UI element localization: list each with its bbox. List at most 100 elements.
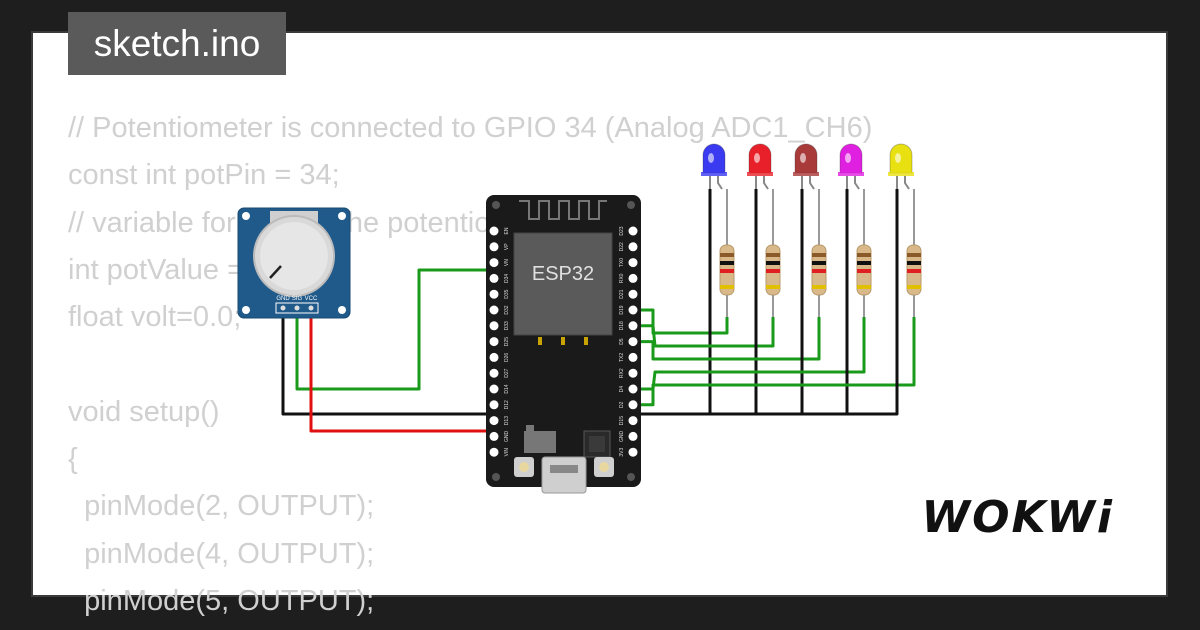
pin-label: D33	[504, 321, 510, 330]
pin-left-d33[interactable]	[489, 321, 499, 331]
wire-led-gpio	[633, 317, 821, 361]
pin-label: D14	[504, 384, 510, 393]
pin-right-d18[interactable]	[628, 321, 638, 331]
diagram-preview-card: // Potentiometer is connected to GPIO 34…	[33, 33, 1166, 617]
wire-led-gpio	[633, 317, 916, 407]
wire-led-gnd	[633, 189, 849, 416]
pin-label: D35	[504, 289, 510, 298]
wires	[281, 189, 916, 433]
pin-label: VP	[504, 243, 510, 250]
pin-left-d34[interactable]	[489, 273, 499, 283]
pin-label: D4	[619, 386, 625, 393]
pin-label: EN	[504, 227, 510, 234]
resistor[interactable]	[856, 189, 872, 317]
pin-left-vp[interactable]	[489, 242, 499, 252]
led-yellow[interactable]	[888, 143, 914, 190]
esp32-module	[513, 232, 613, 336]
pin-label: D27	[504, 368, 510, 377]
pin-label: D2	[619, 401, 625, 408]
file-title-tab[interactable]: sketch.ino	[68, 12, 286, 75]
wire-led-gnd	[633, 189, 804, 416]
code-line: void setup()	[68, 395, 220, 428]
voltage-regulator	[524, 431, 556, 453]
pin-left-d26[interactable]	[489, 352, 499, 362]
pin-right-d5[interactable]	[628, 337, 638, 347]
led-magenta[interactable]	[838, 143, 864, 190]
led-blue[interactable]	[701, 143, 727, 190]
code-line: const int potPin = 34;	[68, 159, 340, 192]
pin-label: GND	[504, 430, 510, 442]
wire-led-gpio	[633, 317, 775, 348]
pin-left-d32[interactable]	[489, 305, 499, 315]
pin-left-d25[interactable]	[489, 337, 499, 347]
pin-left-en[interactable]	[489, 226, 499, 236]
wire-pot-gnd	[281, 311, 494, 416]
pin-right-3v3[interactable]	[628, 447, 638, 457]
usb-port	[541, 456, 587, 494]
resistor[interactable]	[811, 189, 827, 317]
pin-right-d2[interactable]	[628, 400, 638, 410]
pin-label: VIN	[504, 448, 510, 457]
esp32-pins: ENVPVND34D35D32D33D25D26D27D14D12D13GNDV…	[489, 226, 638, 457]
pin-label: D5	[619, 338, 625, 345]
code-line: pinMode(2, OUTPUT);	[68, 490, 375, 523]
pin-label: D25	[504, 337, 510, 346]
pin-left-vn[interactable]	[489, 258, 499, 268]
pin-right-d23[interactable]	[628, 226, 638, 236]
code-line: pinMode(4, OUTPUT);	[68, 537, 375, 570]
pin-label: D12	[504, 400, 510, 409]
pot-pin-label: GND	[276, 296, 290, 302]
led-red[interactable]	[747, 143, 773, 190]
pin-label: RX2	[619, 368, 625, 378]
pin-right-tx2[interactable]	[628, 352, 638, 362]
pin-label: TX2	[619, 353, 625, 362]
pin-left-d13[interactable]	[489, 416, 499, 426]
wire-led-gnd	[633, 189, 758, 416]
pin-label: D23	[619, 226, 625, 235]
wire-pot-sig	[295, 268, 494, 391]
led-brown[interactable]	[793, 143, 819, 190]
pin-label: D22	[619, 242, 625, 251]
pin-label: D21	[619, 289, 625, 298]
esp32-board[interactable]: ESP32 ENVPVND34D35D32D33D25D26D27D14D12D…	[486, 195, 641, 494]
pin-right-rx2[interactable]	[628, 368, 638, 378]
wokwi-logo: WOKWi	[921, 492, 1114, 543]
resistor[interactable]	[719, 189, 735, 317]
pin-label: D13	[504, 416, 510, 425]
pin-right-gnd[interactable]	[628, 431, 638, 441]
pin-left-d12[interactable]	[489, 400, 499, 410]
pin-right-d19[interactable]	[628, 305, 638, 315]
code-line: // Potentiometer is connected to GPIO 34…	[68, 112, 873, 144]
resistors	[719, 189, 922, 317]
pin-right-d4[interactable]	[628, 384, 638, 394]
pin-label: RX0	[619, 273, 625, 283]
resistor[interactable]	[765, 189, 781, 317]
pin-left-d35[interactable]	[489, 289, 499, 299]
pin-right-tx0[interactable]	[628, 258, 638, 268]
wire-led-gpio	[633, 308, 729, 335]
pin-right-d22[interactable]	[628, 242, 638, 252]
resistor[interactable]	[906, 189, 922, 317]
wire-led-gnd	[633, 189, 712, 416]
pot-pin-label: SIG	[292, 296, 303, 302]
code-line: pinMode(5, OUTPUT);	[68, 584, 375, 617]
knob-indicator	[269, 265, 282, 279]
code-line: {	[68, 443, 78, 476]
antenna	[519, 200, 607, 220]
pin-label: GND	[619, 430, 625, 442]
pin-label: D15	[619, 416, 625, 425]
pin-left-vin[interactable]	[489, 447, 499, 457]
pin-left-d27[interactable]	[489, 368, 499, 378]
pin-right-d21[interactable]	[628, 289, 638, 299]
pin-left-d14[interactable]	[489, 384, 499, 394]
pin-label: 3V3	[619, 448, 625, 457]
wire-pot-vcc	[309, 311, 494, 433]
pin-right-d15[interactable]	[628, 416, 638, 426]
pin-left-gnd[interactable]	[489, 431, 499, 441]
pin-right-rx0[interactable]	[628, 273, 638, 283]
wire-led-gnd	[633, 189, 899, 416]
pin-label: D18	[619, 321, 625, 330]
